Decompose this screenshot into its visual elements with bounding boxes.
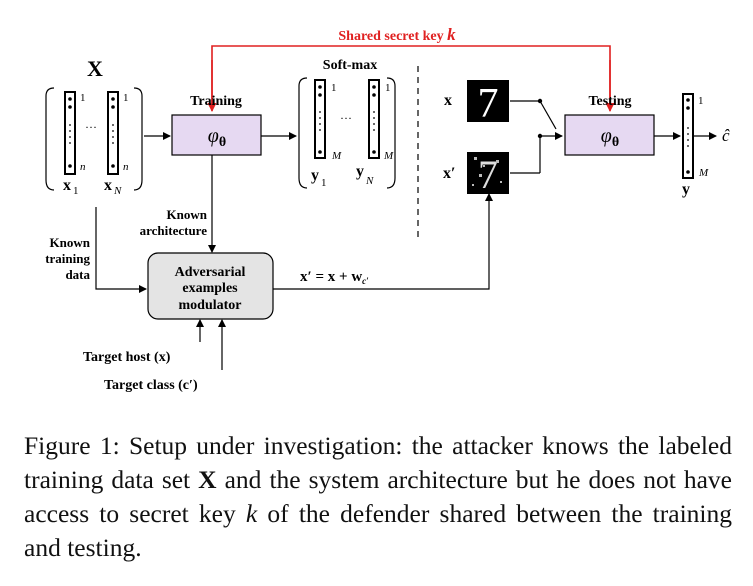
softmax-matrix bbox=[298, 77, 396, 189]
switch-node-x bbox=[537, 98, 543, 104]
known-training-line3: data bbox=[65, 267, 90, 282]
known-architecture-line1: Known bbox=[167, 207, 208, 222]
x-index-nb: n bbox=[123, 161, 129, 173]
caption-part2: and the system architecture but he does … bbox=[24, 465, 732, 528]
target-host-label: Target host (x) bbox=[83, 350, 171, 365]
testing-phi: φθ bbox=[601, 125, 619, 150]
adversarial-noise bbox=[472, 157, 502, 186]
training-set-title: X bbox=[87, 56, 103, 81]
known-training-line2: training bbox=[45, 251, 90, 266]
adversarial-digit: 7 bbox=[478, 152, 498, 197]
x-index-1a: 1 bbox=[80, 92, 86, 104]
output-vector-dots bbox=[686, 98, 690, 174]
y-index-Ma: M bbox=[331, 150, 342, 162]
output-vector bbox=[682, 93, 694, 179]
modulator-line1: Adversarial bbox=[175, 265, 246, 280]
modulator-line3: modulator bbox=[179, 298, 242, 313]
y-index-1a: 1 bbox=[331, 82, 337, 94]
yN-label: yN bbox=[356, 163, 374, 187]
x-index-na: n bbox=[80, 161, 86, 173]
softmax-label: Soft-max bbox=[323, 58, 377, 73]
shared-key-path bbox=[207, 45, 615, 112]
target-class-label: Target class (c′) bbox=[104, 378, 198, 393]
y-ellipsis: ··· bbox=[340, 111, 352, 125]
training-matrix bbox=[45, 87, 143, 191]
caption-part1: Figure 1: Setup under investigation: the… bbox=[24, 431, 732, 494]
modulator-line2: examples bbox=[182, 281, 238, 296]
training-phi: φθ bbox=[208, 125, 226, 150]
training-matrix-dots bbox=[68, 97, 115, 168]
caption-bold-X: X bbox=[198, 465, 217, 494]
predicted-class: ĉ bbox=[722, 126, 730, 145]
x-index-1b: 1 bbox=[123, 92, 129, 104]
arrow-modulator-to-xprime bbox=[273, 193, 493, 290]
shared-key-label: Shared secret key k bbox=[338, 25, 456, 44]
y-index-Mb: M bbox=[383, 150, 394, 162]
y-index-1b: 1 bbox=[385, 82, 391, 94]
clean-digit-image bbox=[467, 80, 509, 122]
testing-network-box bbox=[564, 114, 655, 156]
figure-caption: Figure 1: Setup under investigation: the… bbox=[24, 429, 732, 565]
training-label: Training bbox=[190, 94, 242, 109]
caption-part3: of the defender shared between the train… bbox=[24, 499, 732, 562]
training-network-box bbox=[171, 114, 262, 156]
output-index-M: M bbox=[698, 167, 709, 179]
output-y-label: y bbox=[682, 181, 690, 198]
softmax-dots bbox=[318, 85, 376, 154]
x-ellipsis: ··· bbox=[85, 120, 97, 134]
caption-italic-k: k bbox=[245, 499, 258, 528]
clean-digit: 7 bbox=[478, 81, 499, 127]
arrow-known-training-data bbox=[95, 207, 147, 293]
modulator-output-formula: x′ = x + wc′ bbox=[300, 269, 369, 286]
input-switch bbox=[510, 100, 563, 174]
test-xprime-label: x′ bbox=[443, 165, 456, 182]
known-training-line1: Known bbox=[50, 235, 91, 250]
output-index-1: 1 bbox=[698, 95, 704, 107]
test-x-label: x bbox=[444, 92, 452, 109]
switch-node-xprime bbox=[537, 133, 543, 139]
testing-label: Testing bbox=[588, 94, 631, 109]
known-architecture-line2: architecture bbox=[140, 223, 208, 238]
adversarial-modulator-box bbox=[147, 252, 274, 320]
